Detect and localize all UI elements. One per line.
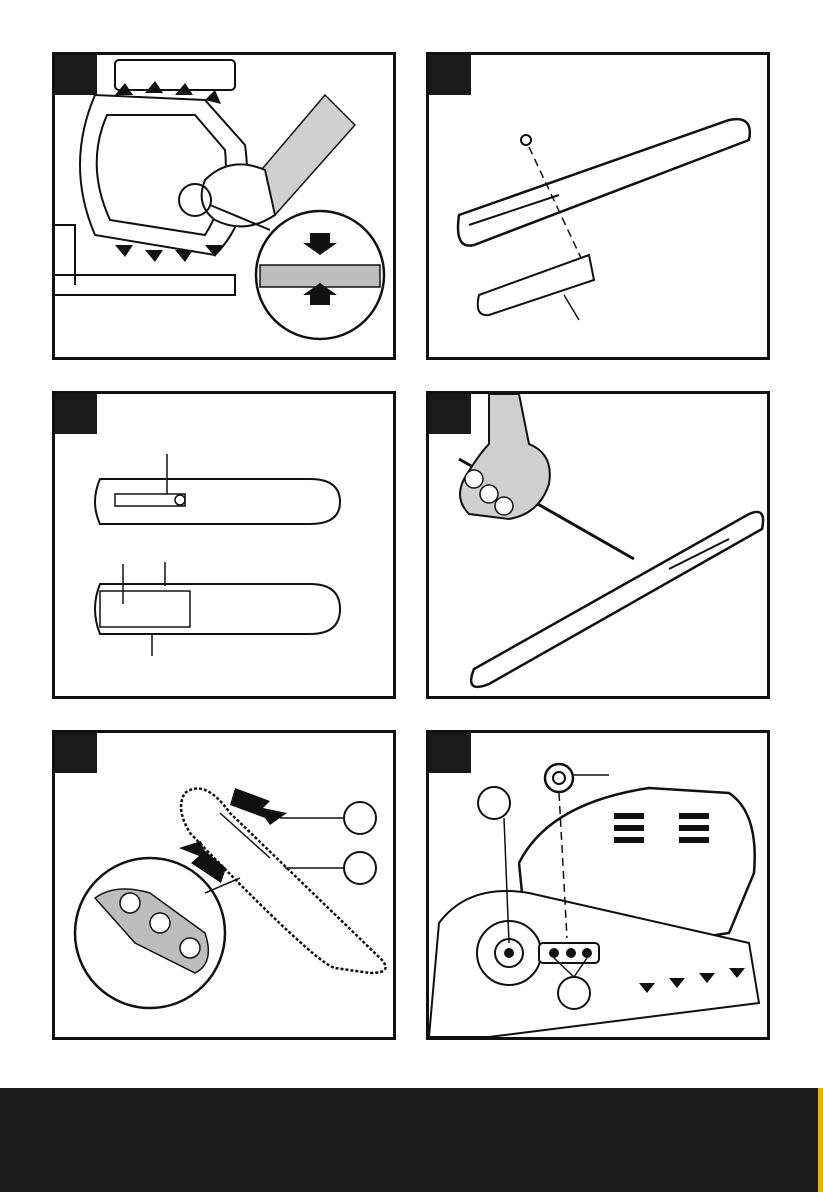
figure-panel-guide-bar-views (52, 391, 396, 699)
chain-direction-illustration (55, 733, 393, 1037)
guide-bar-views-illustration (55, 394, 393, 696)
chain-tension-illustration (55, 55, 393, 357)
body-assembly-illustration (429, 733, 767, 1037)
figure-panel-chain-direction (52, 730, 396, 1040)
footer-accent-stripe (818, 1088, 823, 1192)
figure-panel-body-assembly (426, 730, 770, 1040)
figure-panel-chain-tension (52, 52, 396, 360)
page-footer-band (0, 1088, 823, 1192)
figure-panel-guide-bar-cover (426, 52, 770, 360)
figure-panel-groove-cleaning (426, 391, 770, 699)
guide-bar-cover-illustration (429, 55, 767, 357)
groove-cleaning-illustration (429, 394, 767, 696)
